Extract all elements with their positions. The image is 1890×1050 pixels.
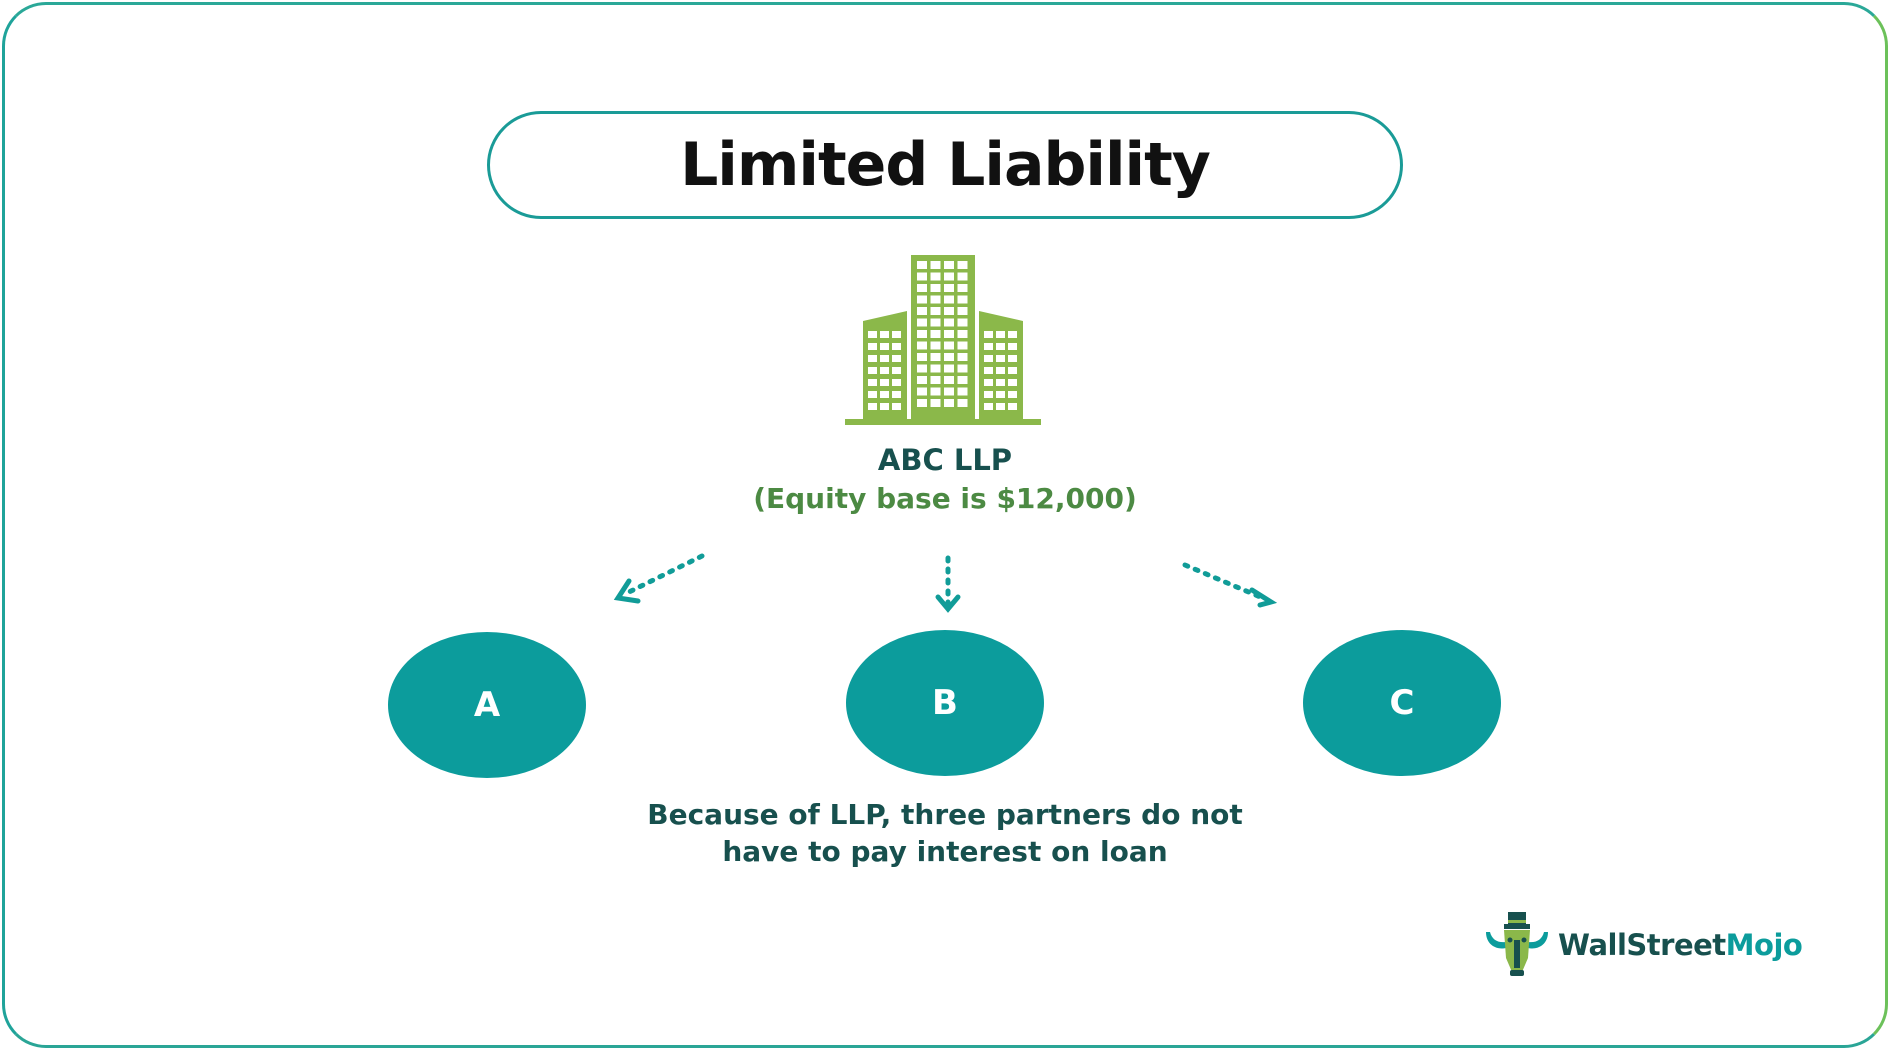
- company-name: ABC LLP: [877, 443, 1013, 477]
- brand-logo: WallStreetMojo: [1482, 910, 1803, 980]
- partner-a-node: A: [388, 632, 586, 778]
- brand-name-part1: WallStreet: [1558, 928, 1726, 962]
- partner-label: C: [1389, 683, 1415, 723]
- partner-label: B: [932, 683, 958, 723]
- brand-name: WallStreetMojo: [1558, 928, 1803, 962]
- diagram-title: Limited Liability: [680, 130, 1211, 200]
- caption-line-2: have to pay interest on loan: [722, 835, 1168, 868]
- caption-line-1: Because of LLP, three partners do not: [647, 798, 1243, 831]
- arrow-to-b: [935, 555, 961, 613]
- diagram-caption: Because of LLP, three partners do not ha…: [620, 796, 1270, 870]
- bull-mascot-icon: [1486, 912, 1548, 976]
- partner-b-node: B: [846, 630, 1044, 776]
- company-equity: (Equity base is $12,000): [753, 482, 1137, 515]
- arrow-to-a: [613, 553, 705, 604]
- office-building-icon: [845, 255, 1041, 425]
- arrow-to-c: [1182, 562, 1278, 608]
- brand-name-part2: Mojo: [1725, 928, 1803, 962]
- partner-c-node: C: [1303, 630, 1501, 776]
- partner-label: A: [473, 685, 501, 725]
- title-pill: Limited Liability: [487, 111, 1403, 219]
